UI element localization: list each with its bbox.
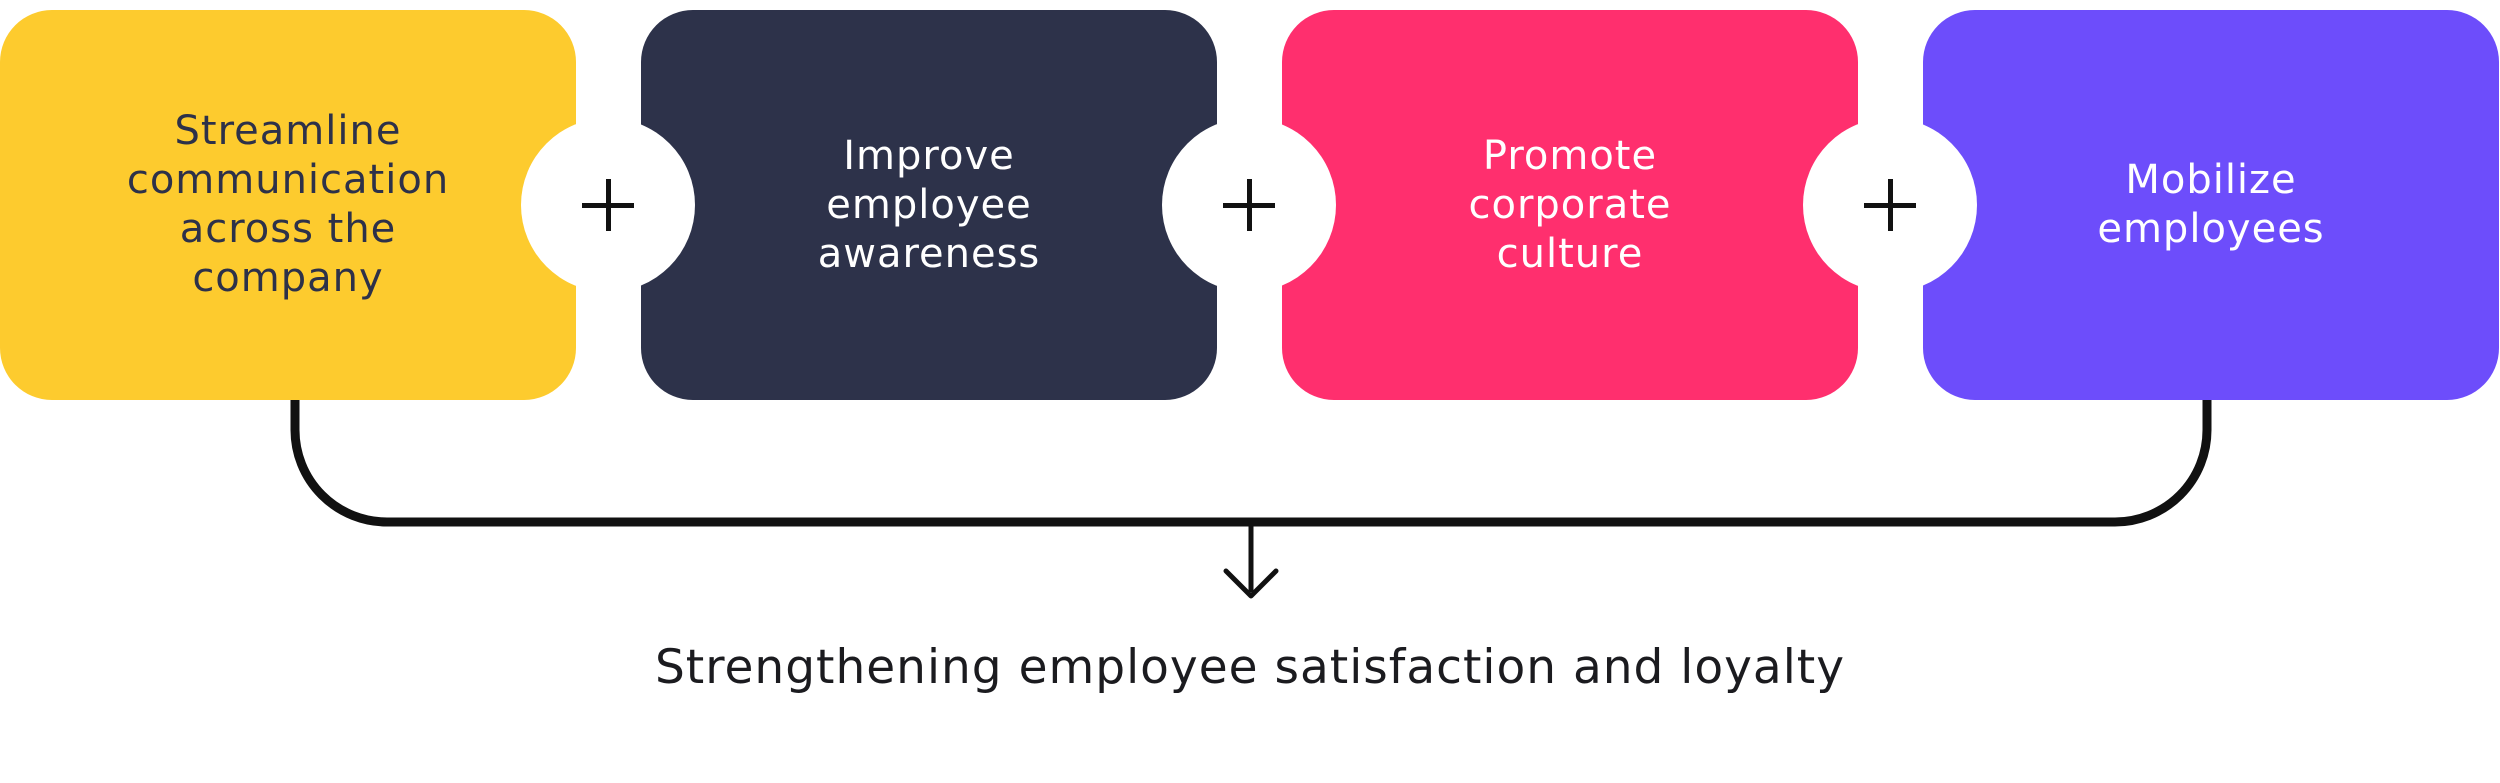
plus-operator-3 bbox=[1803, 118, 1977, 292]
plus-operator-2 bbox=[1162, 118, 1336, 292]
arrow-down-icon bbox=[1223, 568, 1279, 599]
plus-icon bbox=[1864, 179, 1916, 231]
step-card-1: Streamline communication across the comp… bbox=[0, 10, 576, 400]
step-card-2: Improve employee awareness bbox=[641, 10, 1217, 400]
plus-icon bbox=[1223, 179, 1275, 231]
outcome-text: Strengthening employee satisfaction and … bbox=[654, 640, 1846, 695]
step-card-4: Mobilize employees bbox=[1923, 10, 2499, 400]
plus-icon bbox=[582, 179, 634, 231]
step-label-3: Promote corporate culture bbox=[1468, 132, 1672, 277]
bracket-line bbox=[290, 400, 2212, 527]
step-label-4: Mobilize employees bbox=[2097, 157, 2325, 252]
step-card-3: Promote corporate culture bbox=[1282, 10, 1858, 400]
step-label-1: Streamline communication across the comp… bbox=[126, 108, 450, 301]
plus-operator-1 bbox=[521, 118, 695, 292]
step-label-2: Improve employee awareness bbox=[817, 132, 1041, 277]
